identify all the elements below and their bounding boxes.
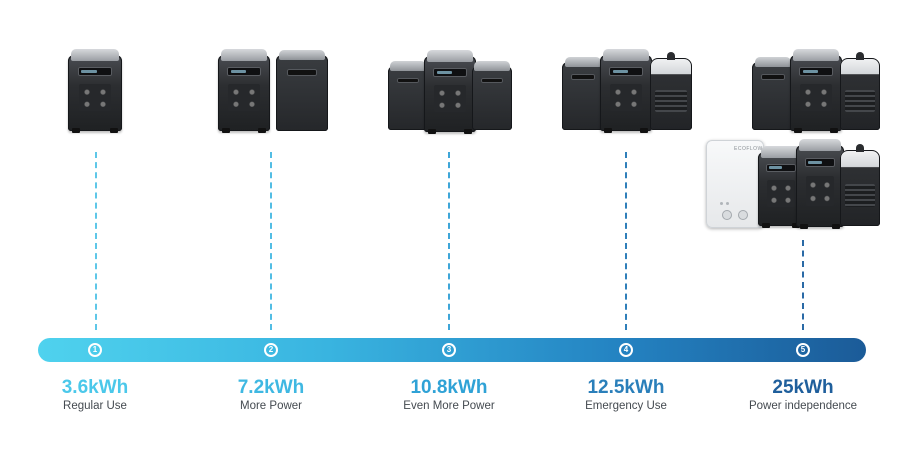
capacity-value-2: 7.2kWh [237,377,305,398]
connector-line-5 [802,240,804,330]
power-station-image [68,49,122,133]
panel-brand-text: ECOFLOW [734,146,763,152]
extra-battery-image [276,50,328,131]
extra-battery-image [752,57,794,130]
step-marker-5: 5 [796,343,810,357]
power-station-image [424,50,476,134]
smart-generator-image [650,52,692,130]
extra-battery-image [562,57,604,130]
connector-line-2 [270,152,272,330]
capacity-value-3: 10.8kWh [410,377,488,398]
capacity-value-5: 25kWh [772,377,834,398]
extra-battery-image [388,61,428,130]
step-marker-1: 1 [88,343,102,357]
power-station-image [796,139,844,229]
power-station-image [600,49,652,133]
power-station-image [790,49,842,133]
connector-line-4 [625,152,627,330]
capacity-description-2: More Power [240,400,302,412]
connector-line-1 [95,152,97,330]
connector-line-3 [448,152,450,330]
step-marker-3: 3 [442,343,456,357]
capacity-description-1: Regular Use [63,400,127,412]
capacity-description-3: Even More Power [403,400,495,412]
capacity-value-4: 12.5kWh [587,377,665,398]
capacity-value-1: 3.6kWh [61,377,129,398]
capacity-description-4: Emergency Use [585,400,667,412]
smart-generator-image [840,144,880,226]
smart-generator-image [840,52,880,130]
step-marker-4: 4 [619,343,633,357]
step-marker-2: 2 [264,343,278,357]
capacity-description-5: Power independence [748,400,858,412]
power-station-image [218,49,270,133]
extra-battery-image [472,61,512,130]
smart-home-panel-image: ECOFLOW [706,140,764,228]
